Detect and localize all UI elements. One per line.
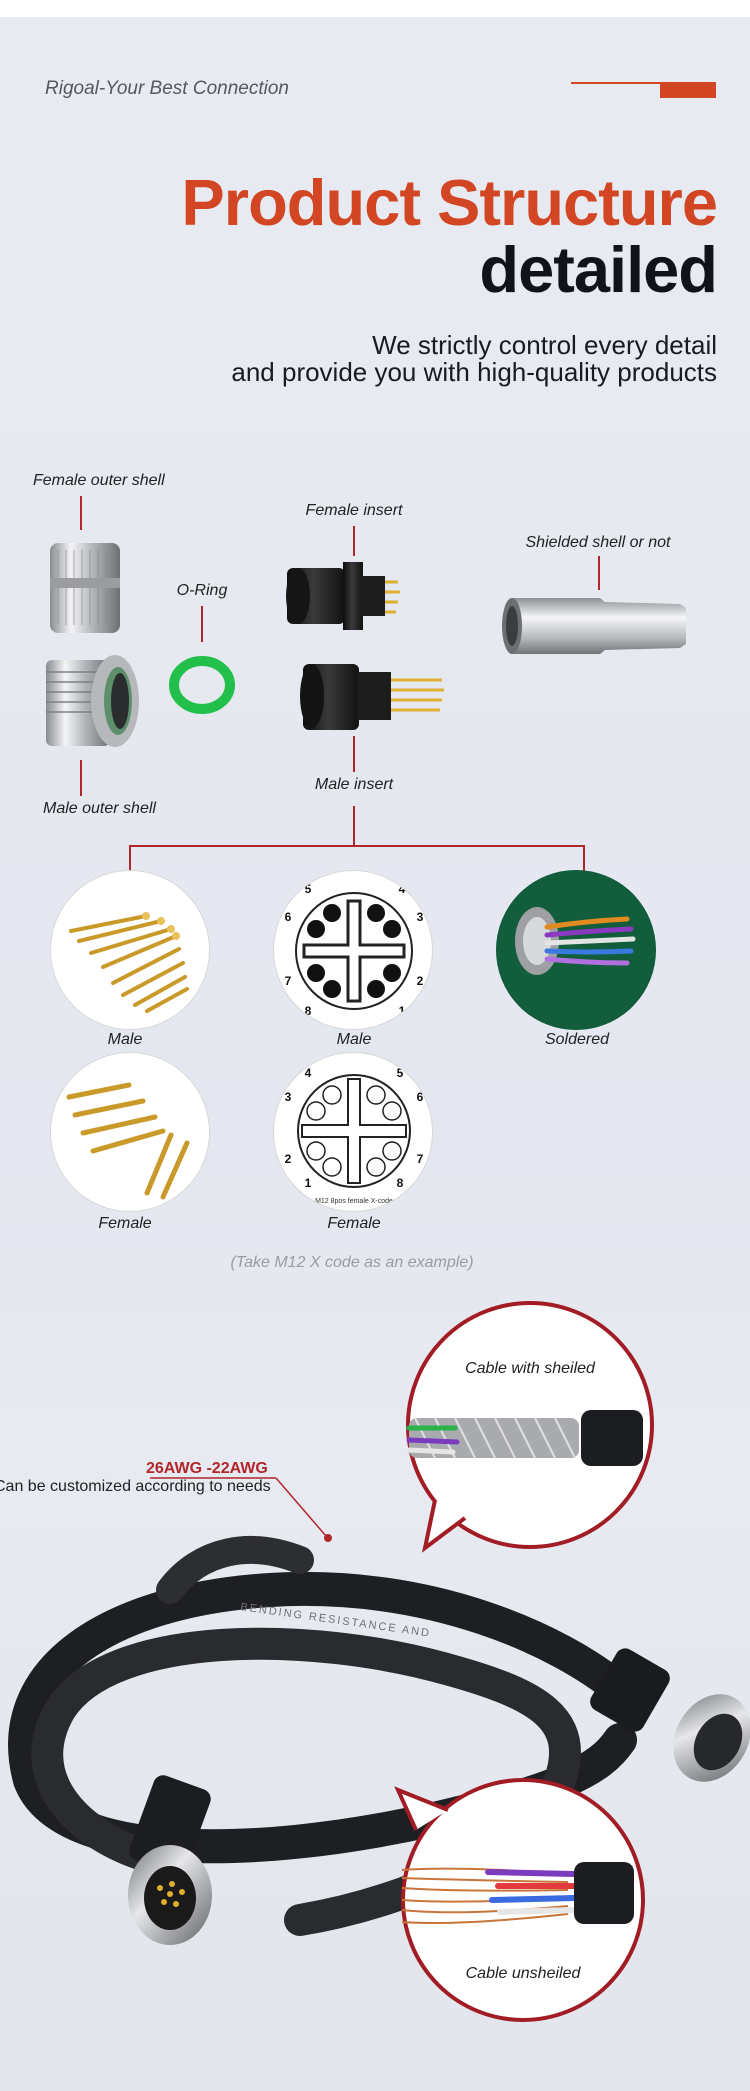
decor-line [571,82,661,84]
female-pin-5: 5 [397,1066,404,1080]
shielded-braid-icon [406,1410,643,1466]
label-male-outer-shell: Male outer shell [43,800,156,817]
brand-tagline: Rigoal-Your Best Connection [45,78,289,99]
label-female-insert: Female insert [305,502,403,519]
female-face-caption: M12 8pos female X-code [315,1198,393,1205]
female-insert-part [286,562,400,630]
example-note: (Take M12 X code as an example) [230,1254,474,1271]
female-outer-shell-part [50,543,120,633]
male-pins-circle [50,870,210,1030]
decor-block [660,82,716,98]
female-pin-7: 7 [417,1152,424,1166]
male-insert-part [300,664,444,730]
o-ring-part [169,656,235,714]
subtitle-line1: We strictly control every detail [372,330,717,360]
awg-range: 26AWG -22AWG [146,1460,268,1477]
male-pin-5: 5 [305,882,312,896]
label-female-outer-shell: Female outer shell [33,472,165,489]
leader-female-insert [353,526,355,556]
female-pin-3: 3 [285,1090,292,1104]
male-outer-shell-part [46,655,139,747]
female-pin-1: 1 [305,1176,312,1190]
label-male-face: Male [336,1031,372,1048]
female-pin-2: 2 [285,1152,292,1166]
label-cable-shielded: Cable with sheiled [465,1360,595,1377]
leader-male-insert [353,736,355,772]
unshielded-cable-bubble [394,1778,645,2022]
male-pin-6: 6 [285,910,292,924]
male-pin-1: 1 [399,1004,406,1018]
male-connector-end [128,1775,212,1945]
male-face-circle: 5 4 6 3 7 2 8 1 [273,870,433,1030]
label-o-ring: O-Ring [176,582,228,599]
tree-drop-left [129,845,131,873]
leader-male-outer-shell [80,760,82,796]
female-pin-8: 8 [397,1176,404,1190]
female-pins-icon [66,1082,190,1200]
male-pin-2: 2 [417,974,424,988]
label-male-pins: Male [107,1031,143,1048]
tree-stem [353,806,355,846]
male-pin-4: 4 [399,882,406,896]
label-female-pins: Female [98,1215,152,1232]
label-soldered: Soldered [544,1031,610,1048]
female-pins-circle [50,1052,210,1212]
male-pin-8: 8 [305,1004,312,1018]
female-connector-end [590,1648,750,1782]
female-pin-6: 6 [417,1090,424,1104]
leader-o-ring [201,606,203,642]
shielded-cable-bubble [406,1301,654,1553]
label-cable-unshielded: Cable unsheiled [465,1965,581,1982]
unshielded-wires-icon [401,1862,634,1924]
male-pins-icon [69,912,189,1013]
female-face-diagram: 4 5 3 6 2 7 1 8 M12 8pos female X-code [285,1066,424,1205]
top-white-strip [0,0,750,17]
page-title-line2: detailed [479,233,718,306]
awg-leader [150,1477,332,1542]
soldered-wires-icon [497,871,655,1029]
customize-note: Can be customized according to needs [0,1478,271,1495]
shielded-shell-part [502,598,686,654]
female-face-circle: 4 5 3 6 2 7 1 8 M12 8pos female X-code [273,1052,433,1212]
leader-female-outer-shell [80,496,82,530]
female-pin-4: 4 [305,1066,312,1080]
male-pin-3: 3 [417,910,424,924]
male-face-diagram: 5 4 6 3 7 2 8 1 [285,882,424,1018]
tree-branch [129,845,585,847]
exploded-parts-illustration [46,543,686,747]
leader-shielded-shell [598,556,600,590]
tree-drop-right [583,845,585,873]
subtitle-line2: and provide you with high-quality produc… [231,357,717,387]
label-male-insert: Male insert [314,776,394,793]
page-title-line1: Product Structure [181,166,718,239]
label-female-face: Female [327,1215,381,1232]
soldered-circle [496,870,656,1030]
male-pin-7: 7 [285,974,292,988]
label-shielded-shell: Shielded shell or not [525,534,671,551]
